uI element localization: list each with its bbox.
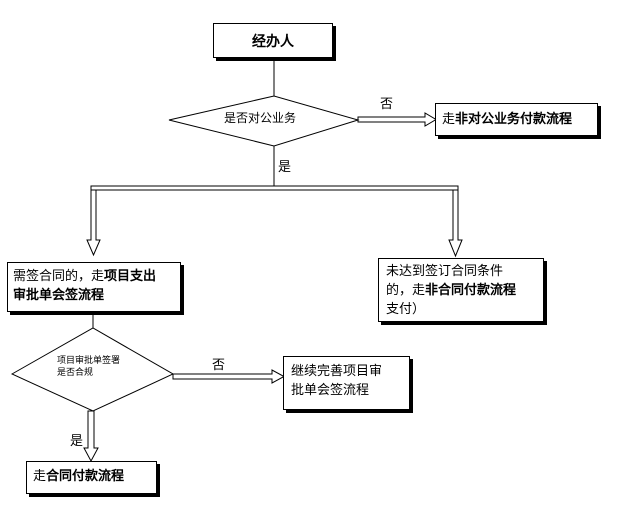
decision2-line1: 项目审批单签署 <box>57 356 121 366</box>
non-public-prefix: 走 <box>442 112 456 127</box>
edge-label-yes-1: 是 <box>278 160 292 175</box>
edge-label-no-1: 否 <box>380 97 394 112</box>
arrow-to-nosign-branch <box>448 189 463 258</box>
improve-box: 继续完善项目审 批单会签流程 <box>283 356 410 410</box>
contract-pay-prefix: 走 <box>33 469 47 484</box>
sign-bold-1: 项目支出 <box>104 269 157 284</box>
non-public-bold: 非对公业务付款流程 <box>455 112 573 127</box>
nosign-line2-bold: 非合同付款流程 <box>425 283 517 298</box>
edge-label-no-2: 否 <box>212 358 226 373</box>
start-box: 经办人 <box>213 23 333 58</box>
improve-line2: 批单会签流程 <box>291 383 370 398</box>
start-label: 经办人 <box>252 33 294 50</box>
arrow-to-sign-branch <box>86 189 101 257</box>
contract-pay-box: 走合同付款流程 <box>26 461 157 494</box>
sign-contract-box: 需签合同的，走项目支出 审批单会签流程 <box>7 262 181 312</box>
sign-bold-2: 审批单会签流程 <box>13 288 105 303</box>
arrow-decision2-no <box>172 369 286 384</box>
nosign-line3: 支付） <box>386 302 426 317</box>
sign-prefix: 需签合同的，走 <box>13 269 105 284</box>
contract-pay-bold: 合同付款流程 <box>46 469 125 484</box>
decision1-diamond <box>168 95 360 147</box>
nosign-line1: 未达到签订合同条件 <box>386 264 504 279</box>
decision1-label: 是否对公业务 <box>224 111 297 125</box>
decision2-line2: 是否合规 <box>57 368 94 378</box>
nosign-line2-prefix: 的，走 <box>386 283 426 298</box>
non-public-box: 走非对公业务付款流程 <box>435 103 598 136</box>
decision2-diamond <box>10 327 175 412</box>
no-sign-box: 未达到签订合同条件 的，走非合同付款流程 支付） <box>378 258 544 322</box>
arrow-decision1-no <box>357 112 437 127</box>
improve-line1: 继续完善项目审 <box>291 364 383 379</box>
split-bar <box>90 185 459 191</box>
arrow-decision2-yes <box>83 410 99 463</box>
edge-label-yes-2: 是 <box>70 434 84 449</box>
